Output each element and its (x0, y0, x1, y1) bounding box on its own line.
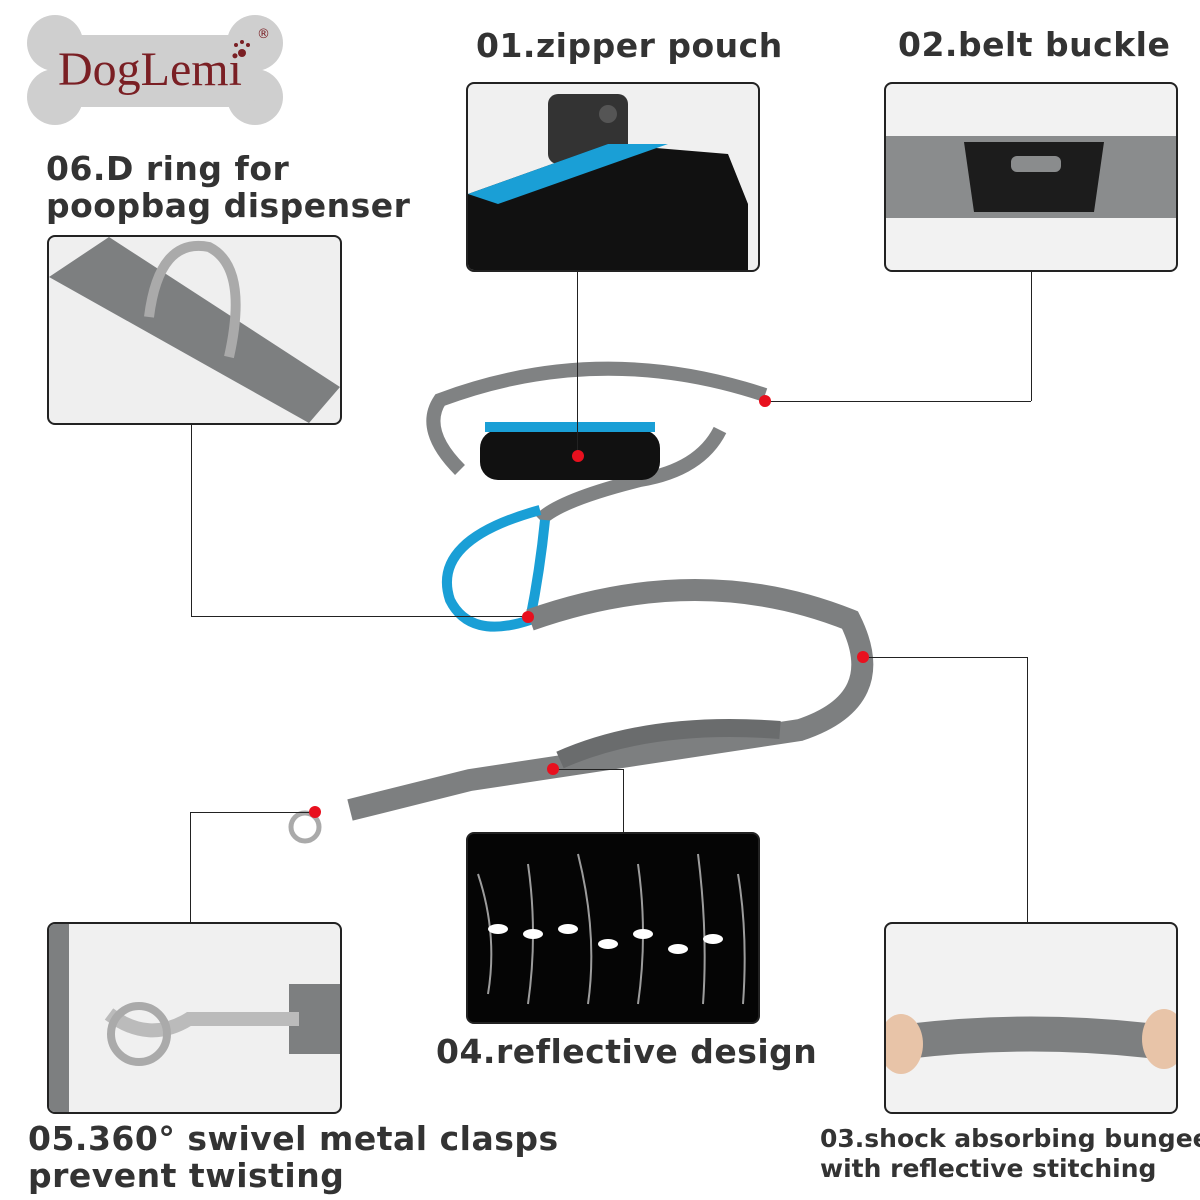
connector-line (191, 423, 192, 616)
label-bungee-line1: 03.shock absorbing bungee (820, 1124, 1200, 1153)
label-swivel-line1: 05.360° swivel metal clasps (28, 1119, 559, 1158)
reflective-design-photo (466, 832, 760, 1024)
connector-line (190, 812, 191, 922)
connector-line (765, 401, 1031, 402)
connector-line (623, 769, 624, 832)
label-swivel-clasps: 05.360° swivel metal clasps prevent twis… (28, 1120, 559, 1194)
callout-dot-swivel-clasp (309, 806, 321, 818)
callout-dot-d-ring (522, 611, 534, 623)
label-reflective-design: 04.reflective design (436, 1032, 818, 1071)
zipper-pouch-photo (466, 82, 760, 272)
connector-line (577, 270, 578, 456)
bungee-photo (884, 922, 1178, 1114)
label-d-ring: 06.D ring for poopbag dispenser (46, 150, 410, 224)
label-d-ring-line2: poopbag dispenser (46, 186, 411, 225)
connector-line (191, 616, 528, 617)
label-zipper-pouch: 01.zipper pouch (476, 26, 783, 65)
swivel-clasp-photo (47, 922, 342, 1114)
registered-mark: ® (257, 27, 270, 42)
callout-dot-belt-buckle (759, 395, 771, 407)
belt-buckle-photo (884, 82, 1178, 272)
connector-line (553, 769, 623, 770)
logo-text: DogLemi (58, 43, 242, 96)
label-swivel-line2: prevent twisting (28, 1156, 345, 1195)
connector-line (190, 812, 315, 813)
label-d-ring-line1: 06.D ring for (46, 149, 290, 188)
connector-line (1031, 270, 1032, 401)
label-bungee-line2: with reflective stitching (820, 1154, 1157, 1183)
callout-dot-zipper-pouch (572, 450, 584, 462)
connector-line (1027, 657, 1028, 922)
paw-icon (234, 40, 250, 57)
callout-dot-reflective (547, 763, 559, 775)
doglemi-logo: DogLemi ® (10, 5, 290, 135)
label-belt-buckle: 02.belt buckle (898, 25, 1171, 64)
label-bungee: 03.shock absorbing bungee with reflectiv… (820, 1124, 1200, 1184)
d-ring-photo (47, 235, 342, 425)
callout-dot-bungee (857, 651, 869, 663)
connector-line (863, 657, 1027, 658)
